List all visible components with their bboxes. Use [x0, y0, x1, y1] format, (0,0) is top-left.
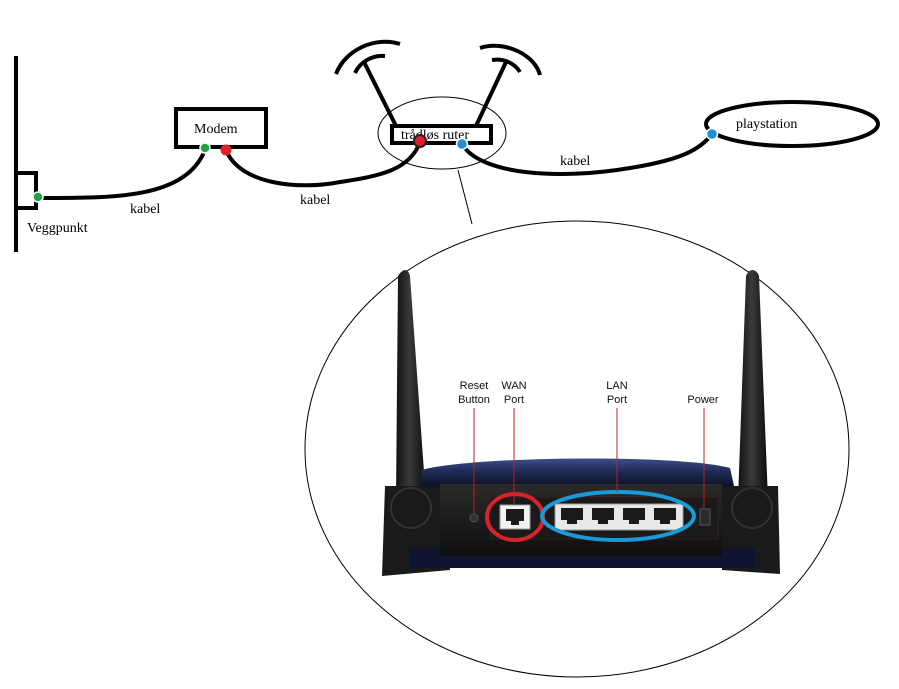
wan-port: [499, 504, 531, 530]
power-label: Power: [687, 394, 719, 406]
wall-label: Veggpunkt: [27, 221, 88, 236]
left-antenna: [396, 270, 426, 500]
lan-label-line1: LAN: [606, 380, 627, 392]
playstation-ellipse: [704, 100, 880, 148]
router-lan-dot: [455, 137, 469, 151]
router-antennas: [334, 39, 542, 127]
wan-label-line2: Port: [504, 394, 524, 406]
lan-ports: [554, 503, 684, 531]
cable-label-wall-modem: kabel: [130, 202, 160, 217]
lan-label-line2: Port: [607, 394, 627, 406]
modem-lan-dot: [199, 142, 211, 154]
cable-label-router-playstation: kabel: [560, 154, 590, 169]
zoom-connector-line: [457, 169, 473, 225]
modem-box: [174, 107, 268, 149]
modem-out-dot: [220, 144, 232, 156]
wall-port-dot: [32, 191, 44, 203]
playstation-port-dot: [705, 127, 719, 141]
right-antenna: [738, 270, 768, 500]
cable-wall-modem: [37, 149, 207, 201]
router-photo: [382, 270, 780, 576]
port-dots: [32, 127, 719, 203]
router-wan-dot: [413, 134, 427, 148]
reset-label-line2: Button: [458, 394, 490, 406]
lan-highlight-ring: [540, 490, 696, 542]
label-leader-lines: [473, 408, 705, 513]
wan-label-line1: WAN: [501, 380, 526, 392]
wall-outlet: [14, 56, 38, 252]
cable-label-modem-router: kabel: [300, 193, 330, 208]
reset-label-line1: Reset: [460, 380, 489, 392]
playstation-label: playstation: [736, 117, 797, 132]
router-zoom-ellipse: [377, 96, 507, 170]
reset-button-hole: [469, 513, 479, 523]
cable-router-playstation: [460, 132, 714, 176]
power-jack: [699, 508, 711, 526]
zoom-circle: [304, 220, 850, 678]
modem-label: Modem: [194, 122, 238, 137]
